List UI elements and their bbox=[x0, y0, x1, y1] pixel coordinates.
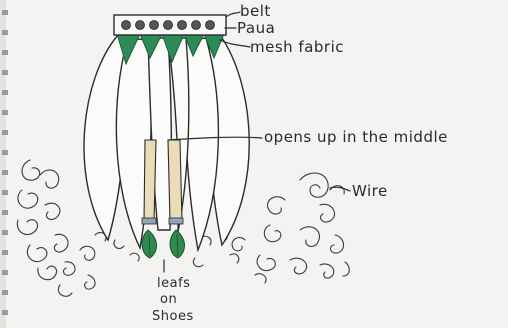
label-wire: Wire bbox=[352, 182, 388, 200]
label-mesh-fabric: mesh fabric bbox=[250, 38, 344, 56]
label-opens-up: opens up in the middle bbox=[264, 128, 448, 146]
wire-swirls-right bbox=[232, 173, 349, 283]
leaf-shoes bbox=[142, 230, 184, 258]
label-shoes: Shoes bbox=[152, 309, 194, 324]
label-paua: Paua bbox=[237, 19, 275, 37]
belt bbox=[114, 15, 226, 35]
label-on: on bbox=[160, 292, 177, 307]
skirt-petals bbox=[84, 35, 249, 250]
label-belt: belt bbox=[240, 2, 271, 20]
label-leafs: leafs bbox=[157, 276, 190, 291]
wire-swirls-left bbox=[17, 160, 95, 296]
spiral-binding bbox=[0, 0, 8, 328]
wire-swirls-hem bbox=[95, 230, 239, 267]
